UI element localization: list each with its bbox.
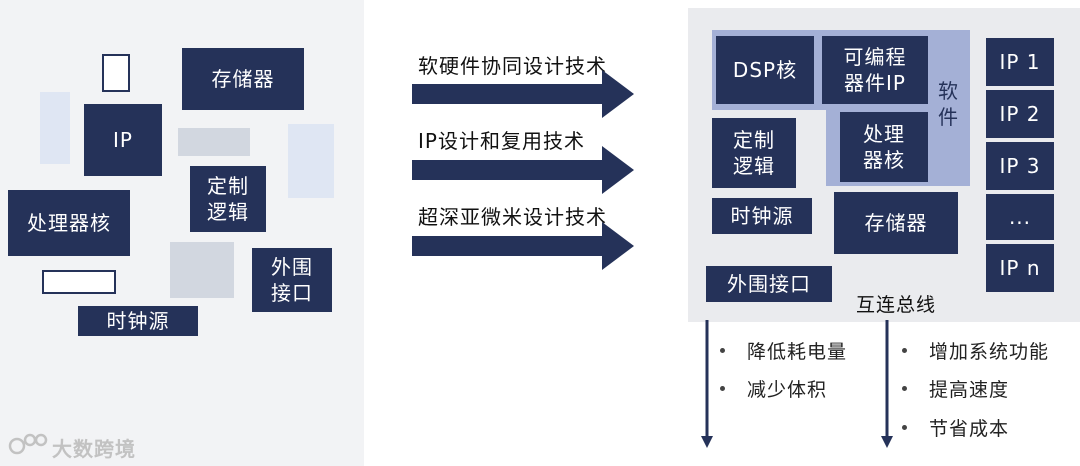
- right-arrow-icon: [412, 70, 634, 118]
- watermark-text: 大数跨境: [52, 437, 136, 461]
- benefit-item: 降低耗电量: [720, 337, 847, 364]
- bullet-icon: [720, 386, 725, 391]
- benefit-text: 增加系统功能: [929, 341, 1050, 363]
- ip-block: IP 3: [986, 142, 1054, 190]
- benefit-text: 提高速度: [929, 379, 1010, 401]
- bus-label: 互连总线: [856, 294, 937, 316]
- processor-core-label: 处理 器核: [863, 122, 905, 172]
- ip-block: ...: [986, 194, 1054, 240]
- ip-label: IP 3: [999, 154, 1041, 178]
- decorative-block: [40, 92, 70, 164]
- storage-label: 存储器: [864, 211, 928, 235]
- storage-label: 存储器: [211, 67, 275, 91]
- technique-label: IP设计和复用技术: [418, 129, 585, 153]
- peripheral-interface-label: 外围 接口: [271, 255, 313, 305]
- right-arrow-icon: [412, 222, 634, 270]
- clock-source-block: 时钟源: [78, 306, 198, 336]
- custom-logic-label: 定制 逻辑: [733, 128, 775, 178]
- bullet-icon: [902, 425, 907, 430]
- dsp-core-block: DSP核: [716, 36, 814, 104]
- decorative-block: [178, 128, 250, 156]
- outline-block: [102, 54, 130, 92]
- watermark-logo-icon: [8, 433, 48, 455]
- software-label: 软 件: [938, 79, 958, 129]
- bullet-icon: [902, 386, 907, 391]
- decorative-block: [170, 242, 234, 298]
- benefit-item: 增加系统功能: [902, 337, 1049, 364]
- custom-logic-block: 定制 逻辑: [190, 166, 266, 232]
- down-arrow-icon: [881, 320, 893, 448]
- technique-label: 软硬件协同设计技术: [418, 54, 607, 78]
- benefit-text: 减少体积: [747, 379, 828, 401]
- clock-source-label: 时钟源: [730, 204, 794, 228]
- ip-block: IP 2: [986, 90, 1054, 138]
- benefit-text: 节省成本: [929, 418, 1010, 440]
- storage-block: 存储器: [182, 48, 304, 110]
- benefit-item: 提高速度: [902, 375, 1009, 402]
- clock-source-label: 时钟源: [106, 309, 170, 333]
- processor-core-block: 处理器核: [8, 190, 130, 256]
- ip-label: IP: [113, 128, 133, 152]
- bullet-icon: [720, 348, 725, 353]
- storage-block: 存储器: [834, 192, 958, 254]
- decorative-block: [288, 124, 334, 198]
- down-arrow-icon: [701, 320, 713, 448]
- outline-block: [42, 270, 116, 294]
- peripheral-interface-block: 外围 接口: [252, 248, 332, 312]
- custom-logic-block: 定制 逻辑: [712, 118, 796, 188]
- processor-core-label: 处理器核: [27, 211, 111, 235]
- ip-label: IP n: [999, 256, 1041, 280]
- dsp-core-label: DSP核: [732, 58, 798, 82]
- ip-block: IP n: [986, 244, 1054, 292]
- peripheral-interface-block: 外围接口: [706, 266, 832, 302]
- technique-label: 超深亚微米设计技术: [418, 205, 607, 229]
- ip-label: IP 2: [999, 102, 1041, 126]
- ip-block: IP: [84, 104, 162, 176]
- benefit-text: 降低耗电量: [747, 341, 848, 363]
- custom-logic-label: 定制 逻辑: [207, 174, 249, 224]
- benefit-item: 节省成本: [902, 414, 1009, 441]
- processor-core-block: 处理 器核: [840, 112, 928, 182]
- bullet-icon: [902, 348, 907, 353]
- ip-label: ...: [1008, 205, 1032, 229]
- clock-source-block: 时钟源: [712, 198, 812, 234]
- peripheral-interface-label: 外围接口: [727, 272, 811, 296]
- programmable-ip-block: 可编程 器件IP: [822, 36, 928, 104]
- ip-block: IP 1: [986, 38, 1054, 86]
- programmable-ip-label: 可编程 器件IP: [843, 45, 907, 95]
- benefit-item: 减少体积: [720, 375, 827, 402]
- right-arrow-icon: [412, 146, 634, 194]
- ip-label: IP 1: [999, 50, 1041, 74]
